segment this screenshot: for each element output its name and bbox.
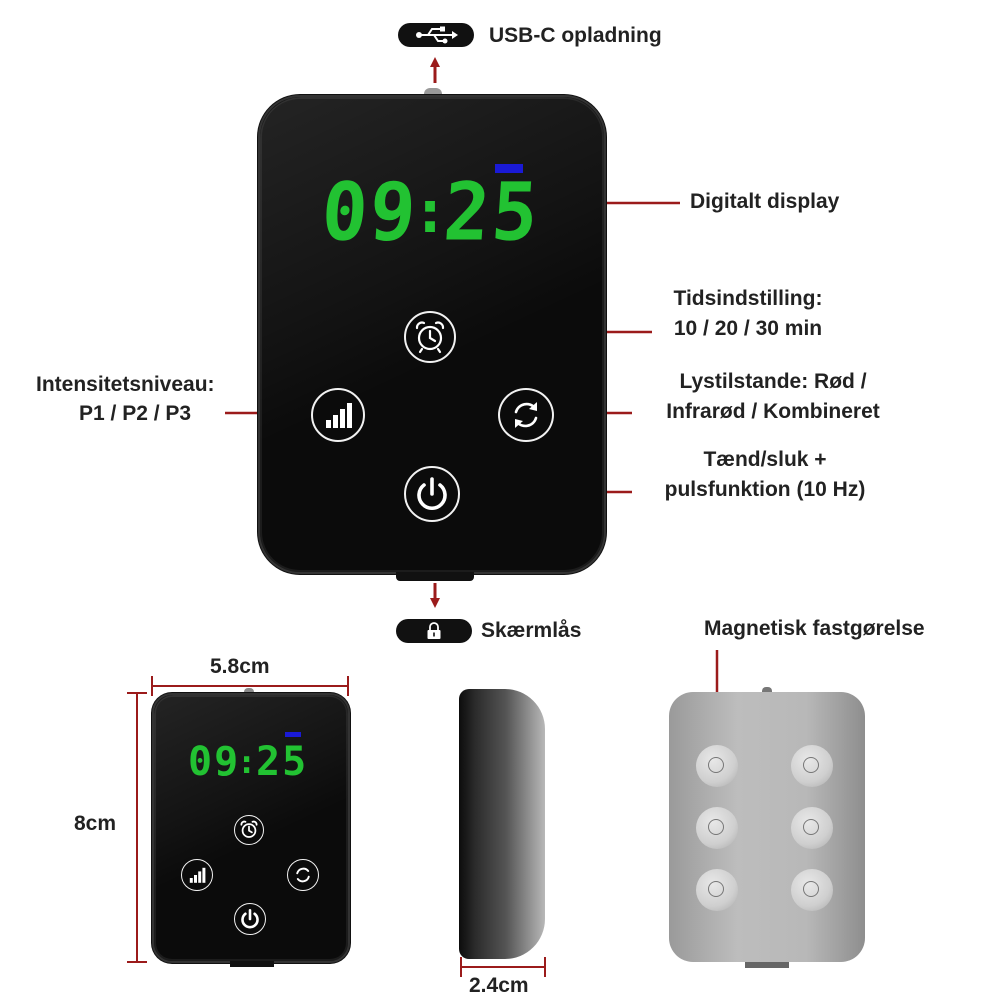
small-power-button	[234, 903, 266, 935]
usb-badge	[398, 23, 474, 47]
small-display-minutes: 25	[256, 739, 309, 785]
lock-label: Skærmlås	[481, 619, 582, 642]
intensity-label-line2: P1 / P2 / P3	[79, 402, 192, 425]
timer-button[interactable]	[404, 311, 456, 363]
height-dimension: 8cm	[74, 812, 117, 835]
usb-port	[424, 88, 442, 98]
magnet-1	[696, 745, 738, 787]
small-intensity-button	[181, 859, 213, 891]
lock-slider[interactable]	[396, 572, 474, 581]
signal-bars-icon	[326, 403, 352, 428]
small-display-colon: :	[237, 743, 259, 781]
small-timer-button	[234, 815, 264, 845]
small-mode-indicator	[285, 732, 301, 737]
lock-icon	[427, 622, 441, 639]
magnet-label: Magnetisk fastgørelse	[704, 617, 925, 640]
small-display-hours: 09	[188, 739, 241, 785]
device-side-view	[459, 689, 545, 959]
depth-dimension: 2.4cm	[469, 974, 529, 997]
alarm-clock-icon	[240, 820, 258, 838]
modes-label-line1: Lystilstande: Rød /	[679, 370, 867, 393]
light-mode-button[interactable]	[498, 388, 554, 442]
magnet-4	[791, 807, 833, 849]
modes-label-line2: Infrarød / Kombineret	[666, 400, 880, 423]
power-label-line2: pulsfunktion (10 Hz)	[664, 478, 866, 501]
magnet-2	[791, 745, 833, 787]
power-icon	[417, 477, 447, 511]
usb-label: USB-C opladning	[489, 24, 662, 47]
power-button[interactable]	[404, 466, 460, 522]
alarm-clock-icon	[415, 321, 445, 354]
small-mode-button	[287, 859, 319, 891]
cycle-icon	[514, 402, 538, 428]
display-hours: 09	[318, 164, 421, 259]
display-label: Digitalt display	[690, 190, 840, 213]
width-dimension: 5.8cm	[210, 655, 270, 678]
small-lock-slider	[230, 961, 274, 967]
mode-indicator	[495, 164, 523, 173]
display-colon: :	[412, 177, 451, 247]
magnet-6	[791, 869, 833, 911]
usb-icon	[416, 26, 458, 44]
magnet-5	[696, 869, 738, 911]
power-icon	[241, 909, 259, 929]
back-slider	[745, 962, 789, 968]
magnet-3	[696, 807, 738, 849]
intensity-label-line1: Intensitetsniveau:	[36, 373, 215, 396]
signal-bars-icon	[189, 867, 206, 883]
intensity-button[interactable]	[311, 388, 365, 442]
small-usb-port	[244, 688, 254, 694]
back-usb-port	[762, 687, 772, 693]
lock-badge	[396, 619, 472, 643]
power-label-line1: Tænd/sluk +	[703, 448, 827, 471]
display-minutes: 25	[440, 164, 543, 259]
cycle-icon	[296, 867, 310, 883]
timer-label-line1: Tidsindstilling:	[673, 287, 823, 310]
timer-label-line2: 10 / 20 / 30 min	[673, 317, 823, 340]
